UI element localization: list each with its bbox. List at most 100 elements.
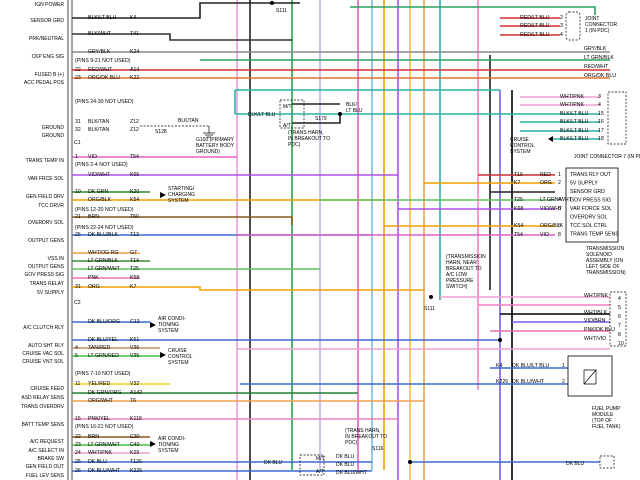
dk-blu-wht-label: DK BLU/WHT xyxy=(336,470,367,476)
pcm-circuit-code: T60 xyxy=(130,214,139,220)
pcm-circuit-code: K66 xyxy=(130,172,139,178)
fuel-circuit: K4 xyxy=(496,363,502,369)
solenoid-pin: 5 xyxy=(558,206,561,212)
splice-dot xyxy=(270,1,274,5)
solenoid-circuit: K68 xyxy=(514,206,523,212)
blk-tan-label: BLK/TAN xyxy=(178,118,199,124)
right-lower-wire-label: PNK/DK BLU xyxy=(584,327,615,333)
pcm-wire-color: RED/WHT xyxy=(88,67,113,73)
pcm-circuit-code: G7 xyxy=(130,250,137,256)
solenoid-wire-color: ORG/BLK xyxy=(540,223,564,229)
pcm-circuit-code: K54 xyxy=(130,197,139,203)
pcm-circuit-code: A14 xyxy=(130,67,139,73)
ac-system-label: SYSTEM xyxy=(158,448,179,454)
pcm-circuit-code: V35 xyxy=(130,353,139,359)
joint1-wire-color: RED/LT BLU xyxy=(520,32,550,38)
pcm-function-label: VSS IN xyxy=(48,256,65,262)
pcm-function-label: AUTO SHT RLY xyxy=(28,343,65,349)
trans-harn-breakout-note: (TRANSMISSION xyxy=(446,254,486,260)
pcm-pin-number: 21 xyxy=(75,214,81,220)
fuel-pump-module-title: MODULE xyxy=(592,412,614,418)
right-lower-pin: 7 xyxy=(618,323,621,329)
pins-not-used-note: (PINS 7-10 NOT USED) xyxy=(75,371,131,377)
right-wire-label: GRY/BLK xyxy=(584,46,607,52)
solenoid-function: TRANS RLY OUT xyxy=(570,172,612,178)
pcm-function-label: GROUND xyxy=(42,125,65,131)
trans-harn-note: IN BREAKOUT TO xyxy=(288,136,330,142)
right-lower-wire-label: VIO/BRN xyxy=(584,318,606,324)
cruise-control-label: CONTROL xyxy=(168,354,193,360)
lower-right-connector-outline xyxy=(609,291,627,347)
joint-connector-1-title: JOINT xyxy=(585,16,599,22)
pins-not-used-note: (PINS 16-21 NOT USED) xyxy=(75,424,134,430)
pcm-pin-number: 1 xyxy=(75,154,78,160)
blk-lt-blu-label: BLK/ xyxy=(346,102,357,108)
pcm-function-label: GEN FIELD DRV xyxy=(26,194,65,200)
pcm-wire-color: BRN xyxy=(88,434,99,440)
pins-not-used-note: (PINS 24-30 NOT USED) xyxy=(75,99,134,105)
trans-harn-pdc-note: PDC) xyxy=(345,440,358,446)
solenoid-function: GOV PRESS SIG xyxy=(570,198,611,204)
pcm-function-label: A/C CLUTCH RLY xyxy=(23,325,64,331)
pcm-pin-number: 5 xyxy=(75,353,78,359)
pcm-wire-color: YEL/RED xyxy=(88,381,110,387)
pcm-function-label: IGN POWER xyxy=(35,2,65,8)
pcm-pin-number: 22 xyxy=(75,67,81,73)
pcm-wire-color: ORG/WHT xyxy=(88,398,114,404)
pcm-pin-number: 4 xyxy=(75,345,78,351)
pcm-pin-number: 24 xyxy=(75,450,81,456)
joint-connector-1-title: CONNECTOR xyxy=(585,22,618,28)
pcm-circuit-code: K24 xyxy=(130,49,139,55)
solenoid-wire-color: RED xyxy=(540,172,551,178)
right-lower-pin: 6 xyxy=(618,314,621,320)
pcm-function-label: BRAKE SW xyxy=(38,456,65,462)
ac-system-label: TIONING xyxy=(158,322,179,328)
g100-label: G100 (PRIMARY xyxy=(196,137,235,143)
solenoid-circuit: T54 xyxy=(514,232,523,238)
starting-charging-label: CHARGING xyxy=(168,192,195,198)
fuel-pump-module-title: (TOP OF xyxy=(592,418,612,424)
pcm-pin-number: 25 xyxy=(75,232,81,238)
trans-harn-pdc-note: IN BREAKOUT TO xyxy=(345,434,387,440)
pcm-circuit-code: T13 xyxy=(130,232,139,238)
solenoid-function: 5V SUPPLY xyxy=(570,181,598,187)
pcm-pin-number: 25 xyxy=(75,459,81,465)
splice-dot xyxy=(408,460,412,464)
wires xyxy=(72,0,610,480)
arrow-icon xyxy=(150,322,156,328)
splice-dot xyxy=(338,112,342,116)
pcm-circuit-code: T6 xyxy=(130,398,136,404)
joint7-wire-color: BLK/LT BLU xyxy=(560,119,589,125)
right-lower-pin: 10 xyxy=(618,341,624,347)
pcm-wire-color: DK BLU/WHT xyxy=(88,468,121,474)
dk-blu-label: DK BLU xyxy=(336,454,354,460)
fuel-wire-color: DK BLU/LT BLU xyxy=(512,363,550,369)
pcm-function-label: GROUND xyxy=(42,133,65,139)
pcm-wire-color: BLK/LT BLU xyxy=(88,15,117,21)
g100-label: GROUND) xyxy=(196,149,220,155)
pcm-wire-color: DK BLU/YEL xyxy=(88,337,118,343)
arrow-icon xyxy=(160,352,166,358)
pcm-wire-color: LT GRN/BLK xyxy=(88,258,118,264)
trans-harn-pdc-note: (TRANS HARN, xyxy=(345,428,381,434)
pcm-pin-number: 15 xyxy=(75,416,81,422)
pcm-function-label: TRANS OVERDRV xyxy=(21,404,65,410)
at-label: A/T xyxy=(283,123,291,129)
pcm-function-label: ASD RELAY SENS xyxy=(21,395,64,401)
pcm-pin-number: 32 xyxy=(75,127,81,133)
right-wire-label: ORG/DK BLU xyxy=(584,73,616,79)
joint7-wire-color: BLK/LT BLU xyxy=(560,128,589,134)
bottom-right-connector-outline xyxy=(599,455,615,469)
pcm-wire-color: GRY/BLK xyxy=(88,49,111,55)
pcm-function-label: GEN FIELD OUT xyxy=(26,464,64,470)
at-label: A/T xyxy=(316,469,324,475)
pcm-pin-number: 23 xyxy=(75,75,81,81)
joint-connector-1-title: 1 (IN PDC) xyxy=(585,28,610,34)
trans-harn-breakout-note: PRESSURE xyxy=(446,278,474,284)
pcm-circuit-code: K51 xyxy=(130,337,139,343)
ground-icon xyxy=(203,126,215,138)
pcm-function-label: BATT TEMP SENS xyxy=(22,422,65,428)
pcm-circuit-code: K58 xyxy=(130,275,139,281)
